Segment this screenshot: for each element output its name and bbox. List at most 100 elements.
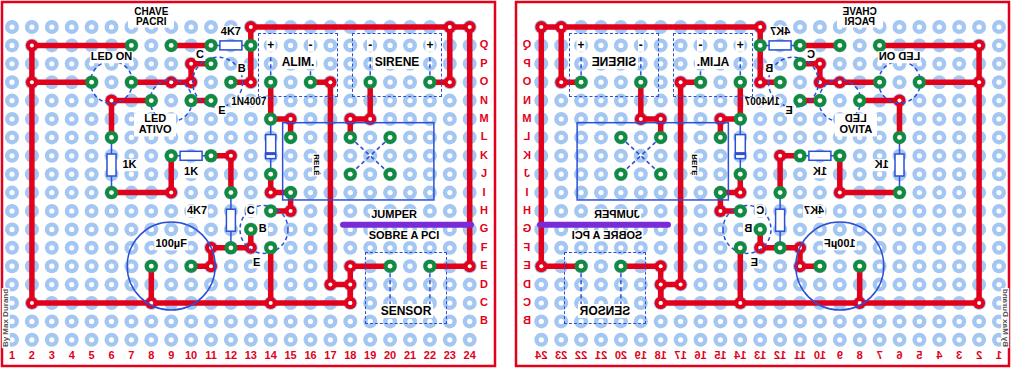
pad-hole xyxy=(9,190,14,195)
pad-hole xyxy=(189,24,194,29)
pad-hole xyxy=(289,209,293,213)
grid-pad xyxy=(853,57,867,71)
row-letter: C xyxy=(479,297,489,309)
grid-pad xyxy=(654,167,668,181)
grid-pad xyxy=(184,75,198,89)
grid-pad xyxy=(224,75,238,89)
row-letter: P xyxy=(479,58,488,70)
column-number: 9 xyxy=(167,350,175,362)
grid-pad xyxy=(383,75,397,89)
grid-pad xyxy=(304,130,318,144)
grid-pad xyxy=(85,186,99,200)
pad-hole xyxy=(797,190,802,195)
trace-pad xyxy=(464,260,476,272)
grid-pad xyxy=(343,75,357,89)
trace-pad xyxy=(245,76,257,88)
pad-hole xyxy=(598,135,603,140)
pad-hole xyxy=(917,172,922,177)
pad-hole xyxy=(718,264,723,269)
pad-hole xyxy=(937,172,942,177)
grid-pad xyxy=(363,167,377,181)
grid-pad xyxy=(5,75,19,89)
grid-pad xyxy=(554,149,568,163)
pad-hole xyxy=(658,98,663,103)
pad-hole xyxy=(9,172,14,177)
grid-pad xyxy=(952,167,966,181)
grid-pad xyxy=(713,278,727,292)
grid-pad xyxy=(85,278,99,292)
grid-pad xyxy=(224,314,238,328)
trace-pad xyxy=(245,39,257,51)
pad-hole xyxy=(69,135,74,140)
grid-pad xyxy=(403,333,417,347)
pad-hole xyxy=(658,337,663,342)
grid-pad xyxy=(594,75,608,89)
pad-hole xyxy=(388,80,393,85)
pad-hole xyxy=(229,191,233,195)
pad-hole xyxy=(249,80,253,84)
pad-hole xyxy=(817,337,822,342)
grid-pad xyxy=(574,112,588,126)
pad-hole xyxy=(248,116,253,121)
pad-hole xyxy=(30,301,34,305)
trace-pad xyxy=(145,95,157,107)
grid-pad xyxy=(992,186,1006,200)
grid-pad xyxy=(244,112,258,126)
pad-hole xyxy=(308,208,313,213)
pad-hole xyxy=(758,190,763,195)
grid-pad xyxy=(534,278,548,292)
grid-pad xyxy=(403,167,417,181)
grid-pad xyxy=(244,222,258,236)
grid-pad xyxy=(932,222,946,236)
pad-hole xyxy=(388,172,393,177)
grid-pad xyxy=(323,314,337,328)
grid-pad xyxy=(733,186,747,200)
pad-hole xyxy=(897,80,902,85)
pad-hole xyxy=(9,282,14,287)
trace-pad xyxy=(265,113,277,125)
grid-pad xyxy=(554,314,568,328)
pad-hole xyxy=(149,337,154,342)
pad-hole xyxy=(169,264,174,269)
pad-hole xyxy=(996,116,1001,121)
grid-pad xyxy=(443,112,457,126)
grid-pad xyxy=(713,130,727,144)
grid-pad xyxy=(463,333,477,347)
grid-pad xyxy=(753,112,767,126)
grid-pad xyxy=(25,20,39,34)
pad-hole xyxy=(89,172,94,177)
grid-pad xyxy=(912,112,926,126)
pad-hole xyxy=(718,80,723,85)
pad-hole xyxy=(169,43,174,48)
grid-pad xyxy=(304,259,318,273)
pad-hole xyxy=(388,264,393,269)
component-label: C xyxy=(195,49,205,61)
grid-pad xyxy=(554,130,568,144)
grid-pad xyxy=(85,112,99,126)
component-label: E xyxy=(252,257,261,269)
grid-pad xyxy=(952,57,966,71)
grid-pad xyxy=(674,278,688,292)
resistor-symbol xyxy=(220,41,242,50)
pad-hole xyxy=(248,190,253,195)
component-pad xyxy=(165,149,178,162)
grid-pad xyxy=(912,314,926,328)
pad-hole xyxy=(288,135,293,140)
grid-pad xyxy=(25,314,39,328)
grid-pad xyxy=(853,259,867,273)
pad-hole xyxy=(388,116,393,121)
grid-pad xyxy=(65,333,79,347)
pad-hole xyxy=(189,98,194,103)
pad-hole xyxy=(797,135,802,140)
grid-pad xyxy=(184,314,198,328)
grid-pad xyxy=(674,38,688,52)
grid-pad xyxy=(753,222,767,236)
grid-pad xyxy=(45,222,59,236)
grid-pad xyxy=(65,222,79,236)
grid-pad xyxy=(144,57,158,71)
pad-hole xyxy=(29,24,34,29)
grid-pad xyxy=(343,314,357,328)
grid-pad xyxy=(184,259,198,273)
grid-pad xyxy=(654,38,668,52)
grid-pad xyxy=(813,278,827,292)
